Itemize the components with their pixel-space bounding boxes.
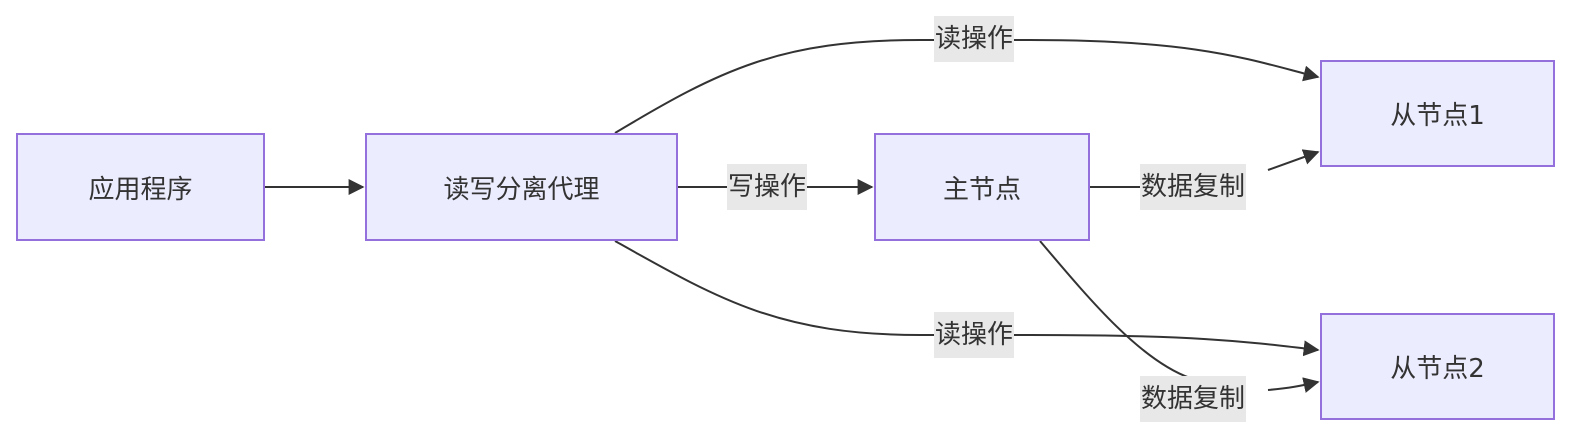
node-master-label: 主节点 <box>942 174 1021 205</box>
edge-master-slave1 <box>1090 152 1318 188</box>
node-proxy[interactable]: 读写分离代理 <box>365 133 678 241</box>
edge-proxy-slave1 <box>614 39 1320 134</box>
node-slave2-label: 从节点2 <box>1390 354 1485 384</box>
node-master[interactable]: 主节点 <box>874 133 1090 241</box>
edge-master-slave2 <box>1039 240 1318 390</box>
edge-label-write: 写操作 <box>727 164 808 210</box>
edge-label-read-1: 读操作 <box>934 16 1015 62</box>
node-proxy-label: 读写分离代理 <box>443 174 600 205</box>
node-app[interactable]: 应用程序 <box>16 133 265 241</box>
edge-label-read-2: 读操作 <box>934 312 1015 358</box>
edge-label-replicate-1: 数据复制 <box>1140 164 1247 210</box>
node-slave1[interactable]: 从节点1 <box>1320 60 1555 167</box>
edge-label-replicate-2: 数据复制 <box>1140 376 1247 422</box>
node-slave2[interactable]: 从节点2 <box>1320 313 1555 420</box>
node-app-label: 应用程序 <box>88 174 193 205</box>
edge-proxy-slave2 <box>614 240 1320 357</box>
node-slave1-label: 从节点1 <box>1390 101 1485 131</box>
